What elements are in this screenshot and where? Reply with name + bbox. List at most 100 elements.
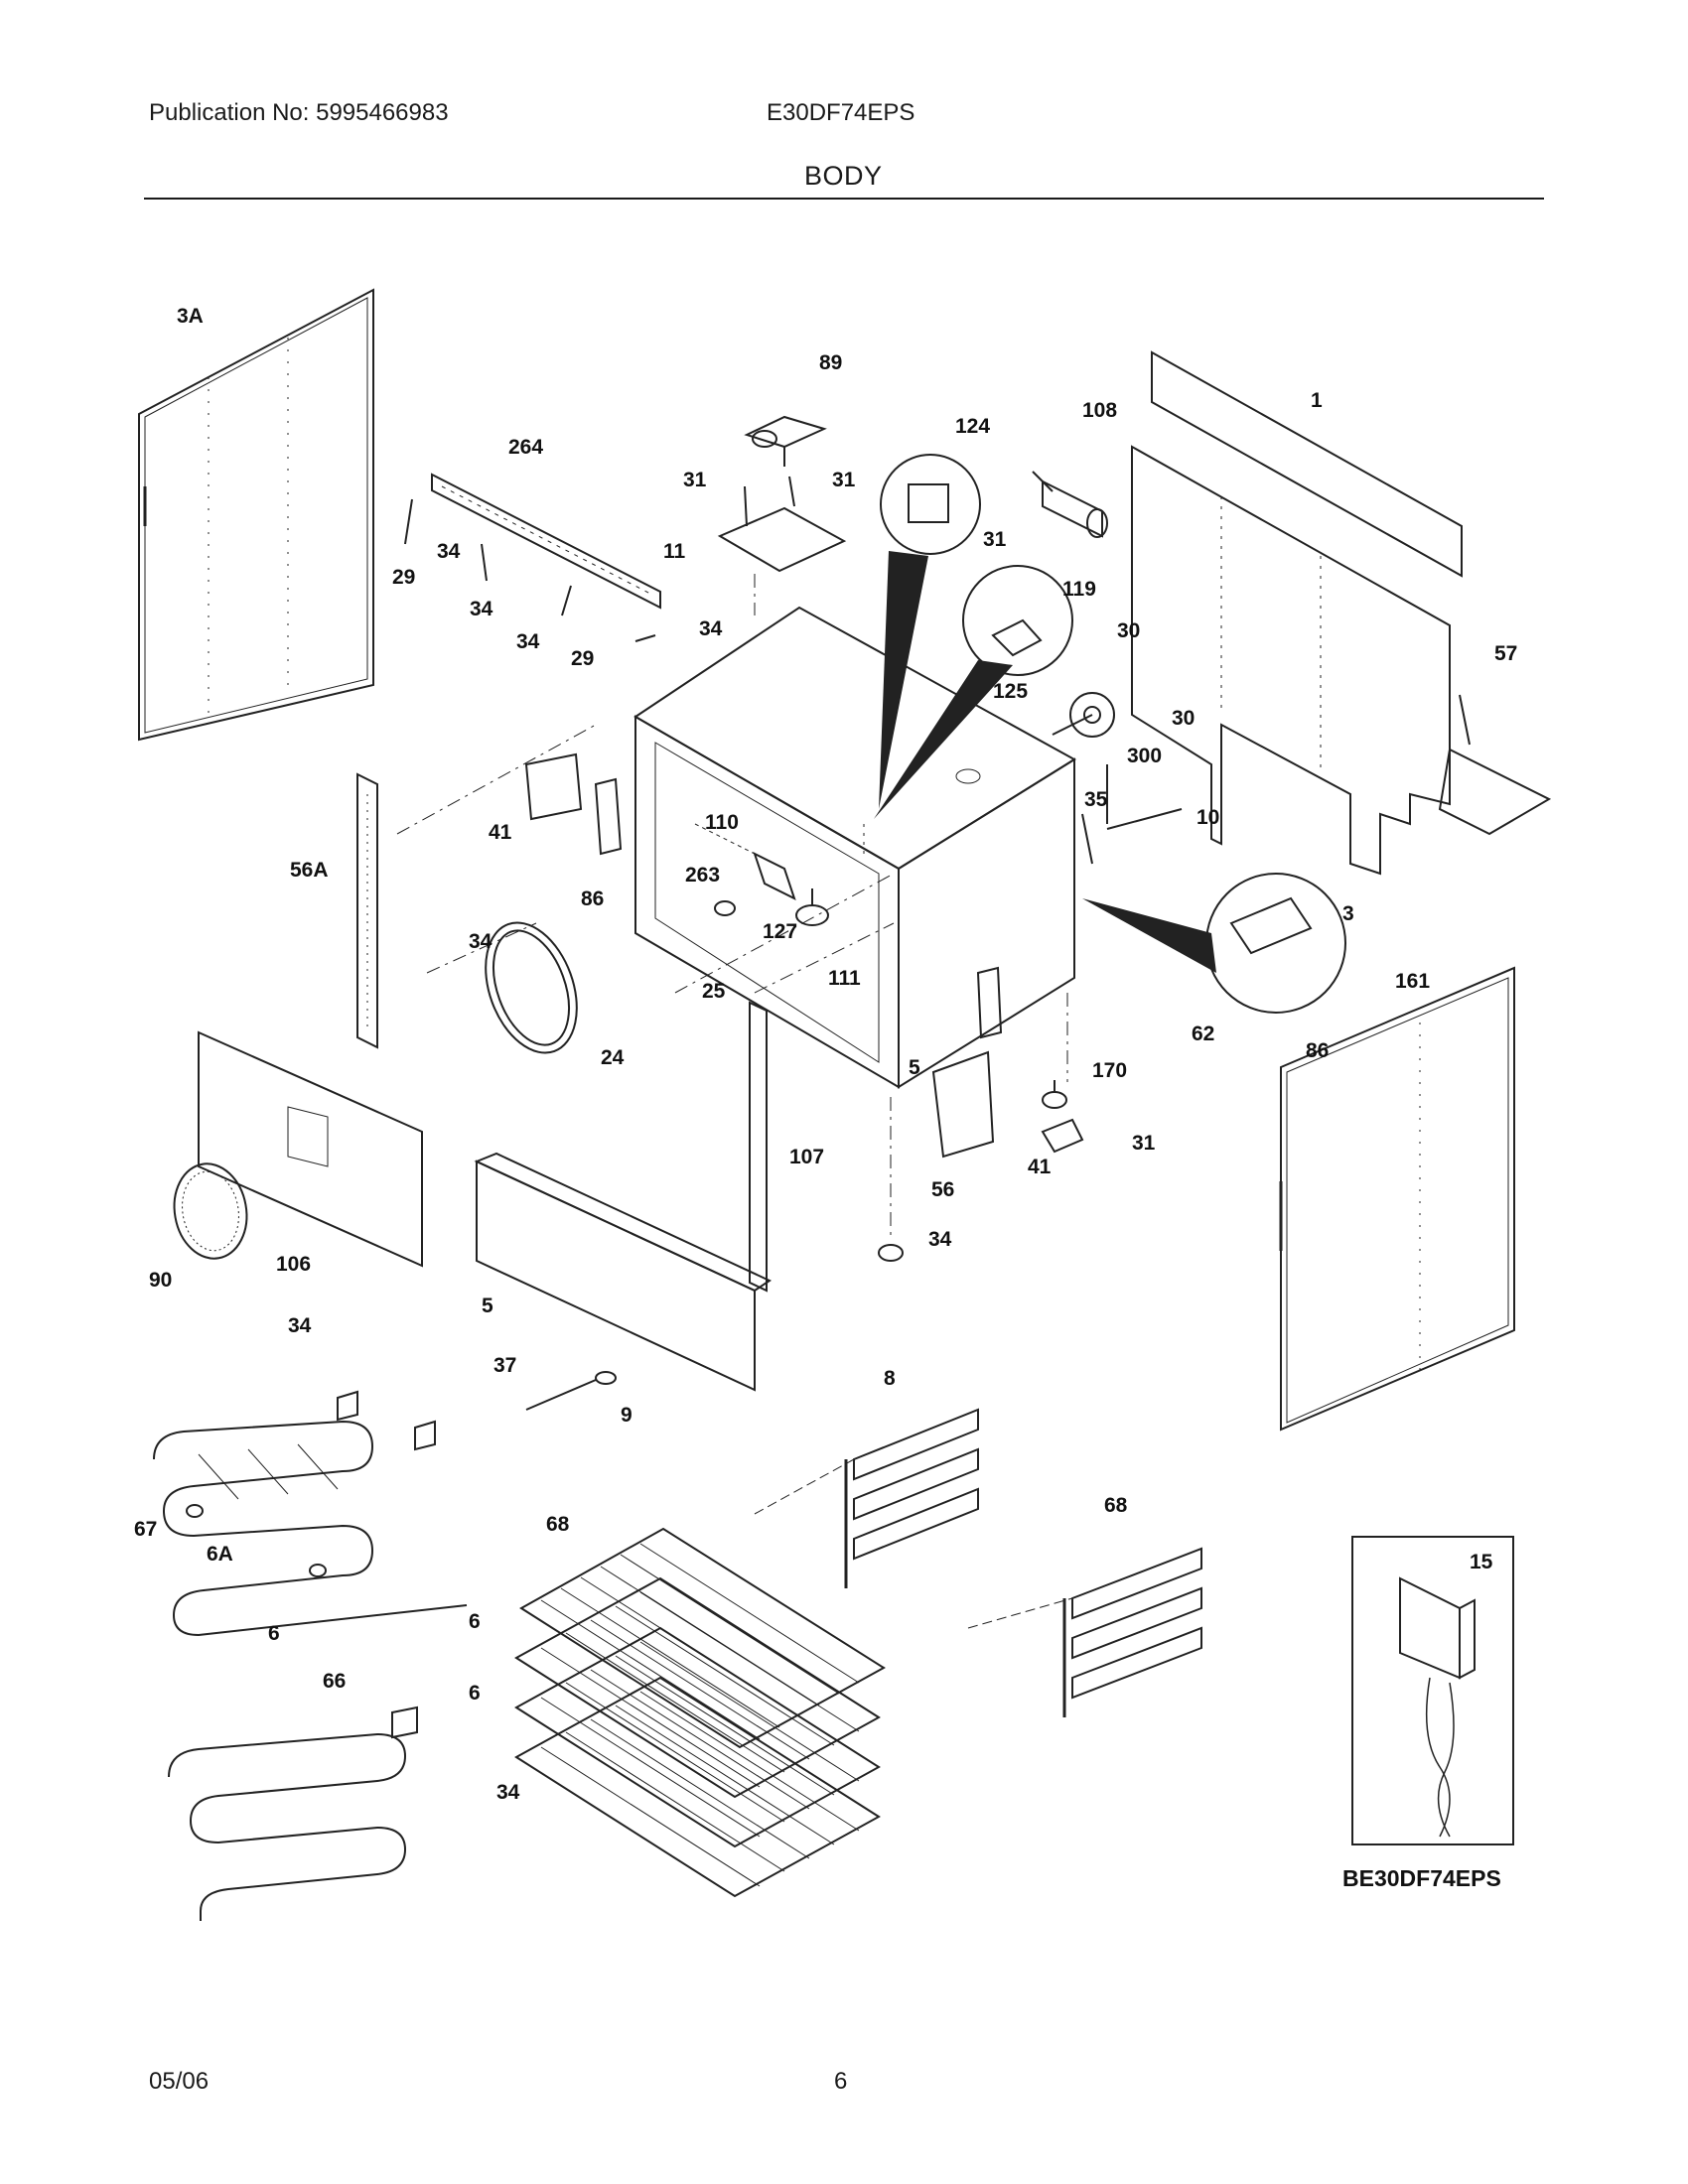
callout-label: 161	[1395, 970, 1430, 993]
sensor-127	[795, 888, 829, 926]
header-rule	[144, 198, 1544, 200]
callout-label: 41	[489, 821, 512, 844]
strip-56	[749, 1001, 768, 1293]
callout-label: 35	[1084, 788, 1108, 811]
magnifier-terminal-block	[1082, 873, 1346, 1014]
callout-label: 34	[288, 1314, 312, 1337]
back-panel-1	[1131, 350, 1463, 876]
rack-6-bottom	[514, 1676, 881, 1898]
clip-68-lower	[309, 1564, 327, 1577]
callout-label: 31	[983, 528, 1007, 551]
callout-label: 34	[469, 930, 492, 953]
fan-blade-110	[694, 823, 796, 900]
fan-125	[1052, 692, 1115, 738]
callout-label: 25	[702, 980, 726, 1003]
callout-label: 10	[1196, 806, 1219, 829]
callout-label: 37	[493, 1354, 516, 1377]
callout-label: 90	[149, 1269, 172, 1292]
light-108	[1032, 471, 1108, 538]
callout-label: 263	[685, 864, 720, 887]
callout-label: 31	[832, 469, 856, 491]
callout-label: 31	[683, 469, 707, 491]
oven-cavity	[633, 606, 1076, 1089]
bracket-57	[1438, 694, 1552, 836]
sensor-37	[525, 1371, 617, 1411]
callout-label: 57	[1494, 642, 1517, 665]
callout-label: 24	[601, 1046, 625, 1069]
callout-label: 68	[546, 1513, 570, 1536]
callout-label: 8	[884, 1367, 896, 1390]
callout-label: 30	[1172, 707, 1195, 730]
callout-label: 106	[276, 1253, 311, 1276]
callout-label: 34	[437, 540, 461, 563]
assembly-lines	[396, 724, 895, 994]
callout-label: 108	[1082, 399, 1117, 422]
rack-support-8	[967, 1547, 1202, 1717]
callout-label: 56A	[290, 859, 329, 882]
clip-68-upper	[186, 1504, 204, 1518]
callout-label: 111	[828, 967, 861, 990]
callout-label: 68	[1104, 1494, 1128, 1517]
callout-label: 5	[482, 1295, 493, 1317]
strip-56a	[356, 772, 378, 1049]
kick-panel-90	[474, 1152, 773, 1392]
bracket-86-lower	[976, 966, 1003, 1039]
callout-label: 5	[909, 1056, 920, 1079]
panel-107	[198, 1030, 423, 1268]
broil-element-66	[168, 1706, 418, 1921]
page-number: 6	[834, 2068, 848, 2095]
callout-label: 124	[955, 415, 990, 438]
bracket-89	[744, 415, 827, 467]
callout-label: 6	[469, 1610, 481, 1633]
bake-element-67	[153, 1390, 468, 1637]
rack-support-9	[754, 1408, 979, 1588]
callout-label: 9	[621, 1404, 633, 1427]
rack-6a	[519, 1527, 886, 1749]
grille-106	[173, 1162, 248, 1260]
publication-number: Publication No: 5995466983	[149, 99, 449, 126]
callout-label: 34	[470, 598, 493, 620]
bracket-86-left	[594, 777, 623, 856]
callout-label: 31	[1132, 1132, 1156, 1155]
callout-label: 29	[571, 647, 594, 670]
side-panel-left-3a	[138, 288, 374, 742]
inset-caption: BE30DF74EPS	[1342, 1865, 1501, 1891]
gasket-161	[485, 921, 578, 1054]
plate-11	[717, 476, 847, 615]
foot-5-lower	[878, 1097, 904, 1262]
section-title: BODY	[804, 161, 883, 191]
foot-5-upper	[1042, 993, 1068, 1109]
callout-label: 66	[323, 1670, 346, 1693]
callout-label: 125	[993, 680, 1028, 703]
callout-label: 86	[1306, 1039, 1329, 1062]
top-trim-264	[404, 473, 661, 642]
callout-label: 127	[763, 920, 797, 943]
magnifier-124	[879, 454, 981, 809]
inset-part-label: 15	[1470, 1551, 1493, 1573]
callout-label: 34	[699, 617, 723, 640]
callout-label: 86	[581, 887, 604, 910]
callout-label: 6	[469, 1682, 481, 1705]
callout-label: 107	[789, 1146, 824, 1168]
magnifier-119	[874, 565, 1073, 819]
hinge-10	[1081, 764, 1183, 865]
callout-label: 34	[516, 630, 540, 653]
clip-170	[1041, 1118, 1084, 1154]
rack-6-top	[514, 1576, 881, 1799]
callout-label: 89	[819, 351, 842, 374]
model-number: E30DF74EPS	[767, 99, 915, 126]
side-panel-right-3	[1279, 966, 1515, 1432]
callout-label: 6A	[207, 1543, 233, 1566]
callout-label: 119	[1062, 578, 1096, 601]
callout-label: 3A	[177, 305, 204, 328]
callout-label: 34	[496, 1781, 520, 1804]
callout-label: 264	[508, 436, 543, 459]
bracket-41-left	[524, 752, 583, 821]
callout-label: 3	[1342, 902, 1354, 925]
callout-label: 30	[1117, 619, 1140, 642]
callout-label: 56	[931, 1178, 954, 1201]
callout-label: 1	[1311, 389, 1323, 412]
nut-111	[714, 900, 736, 916]
